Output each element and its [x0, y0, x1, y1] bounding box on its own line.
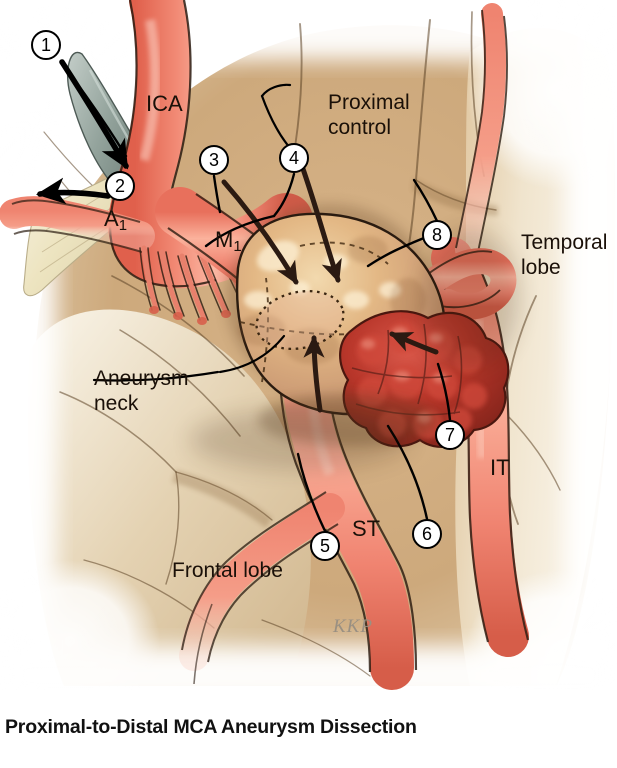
arrow-proximal-control [299, 163, 342, 284]
arrow-marker-2 [35, 177, 111, 205]
tail-4 [272, 172, 296, 218]
edge-feather [0, 0, 617, 690]
label-temporal: Temporal [521, 231, 608, 254]
label-it: IT [490, 455, 510, 480]
leader-aneurysm-neck-h [92, 370, 220, 382]
step-marker-8[interactable]: 8 [422, 220, 452, 250]
label-a1: A1 [104, 206, 128, 235]
anatomy-artwork [0, 0, 617, 690]
label-aneurysm-neck: neck [94, 392, 139, 415]
arrow-marker-1 [59, 59, 129, 170]
temporal-branch [455, 3, 508, 261]
label-proximal-control: control [328, 116, 392, 139]
retractor-arrows [35, 59, 129, 205]
label-aneurysm: Aneurysm [94, 367, 189, 390]
aneurysm-neck-outline [255, 289, 345, 351]
tail-3 [212, 174, 222, 214]
artist-signature: KKP [333, 616, 373, 637]
label-proximal: Proximal [328, 91, 410, 114]
arrow-m1-to-dome [221, 179, 299, 285]
step-marker-2[interactable]: 2 [105, 171, 135, 201]
label-m1: M1 [215, 227, 242, 256]
label-frontal-lobe: Frontal lobe [172, 559, 283, 582]
tail-7 [436, 362, 452, 422]
caption-bar: Proximal-to-Distal MCA Aneurysm Dissecti… [0, 690, 617, 768]
step-marker-3[interactable]: 3 [199, 145, 229, 175]
illustration-canvas: ICA A1 M1 Proximal control Temporal lobe… [0, 0, 617, 690]
figure-caption: Proximal-to-Distal MCA Aneurysm Dissecti… [5, 716, 417, 738]
step-marker-5[interactable]: 5 [310, 531, 340, 561]
step-marker-7[interactable]: 7 [435, 420, 465, 450]
depth-shadows [190, 230, 520, 470]
arrow-from-below [303, 334, 325, 413]
arrow-from-clot [389, 331, 439, 355]
leader-aneurysm-neck [218, 334, 286, 374]
step-marker-4[interactable]: 4 [279, 143, 309, 173]
step-marker-1[interactable]: 1 [31, 30, 61, 60]
label-ica: ICA [146, 91, 183, 116]
label-temporal-lobe: lobe [521, 256, 561, 279]
dissection-arrows [221, 163, 439, 413]
label-st: ST [352, 516, 381, 541]
tail-8-up [412, 178, 439, 223]
tail-4-hook [204, 214, 276, 248]
step-marker-6[interactable]: 6 [412, 519, 442, 549]
leader-proximal-control [260, 83, 292, 98]
tail-8-left [366, 236, 426, 268]
